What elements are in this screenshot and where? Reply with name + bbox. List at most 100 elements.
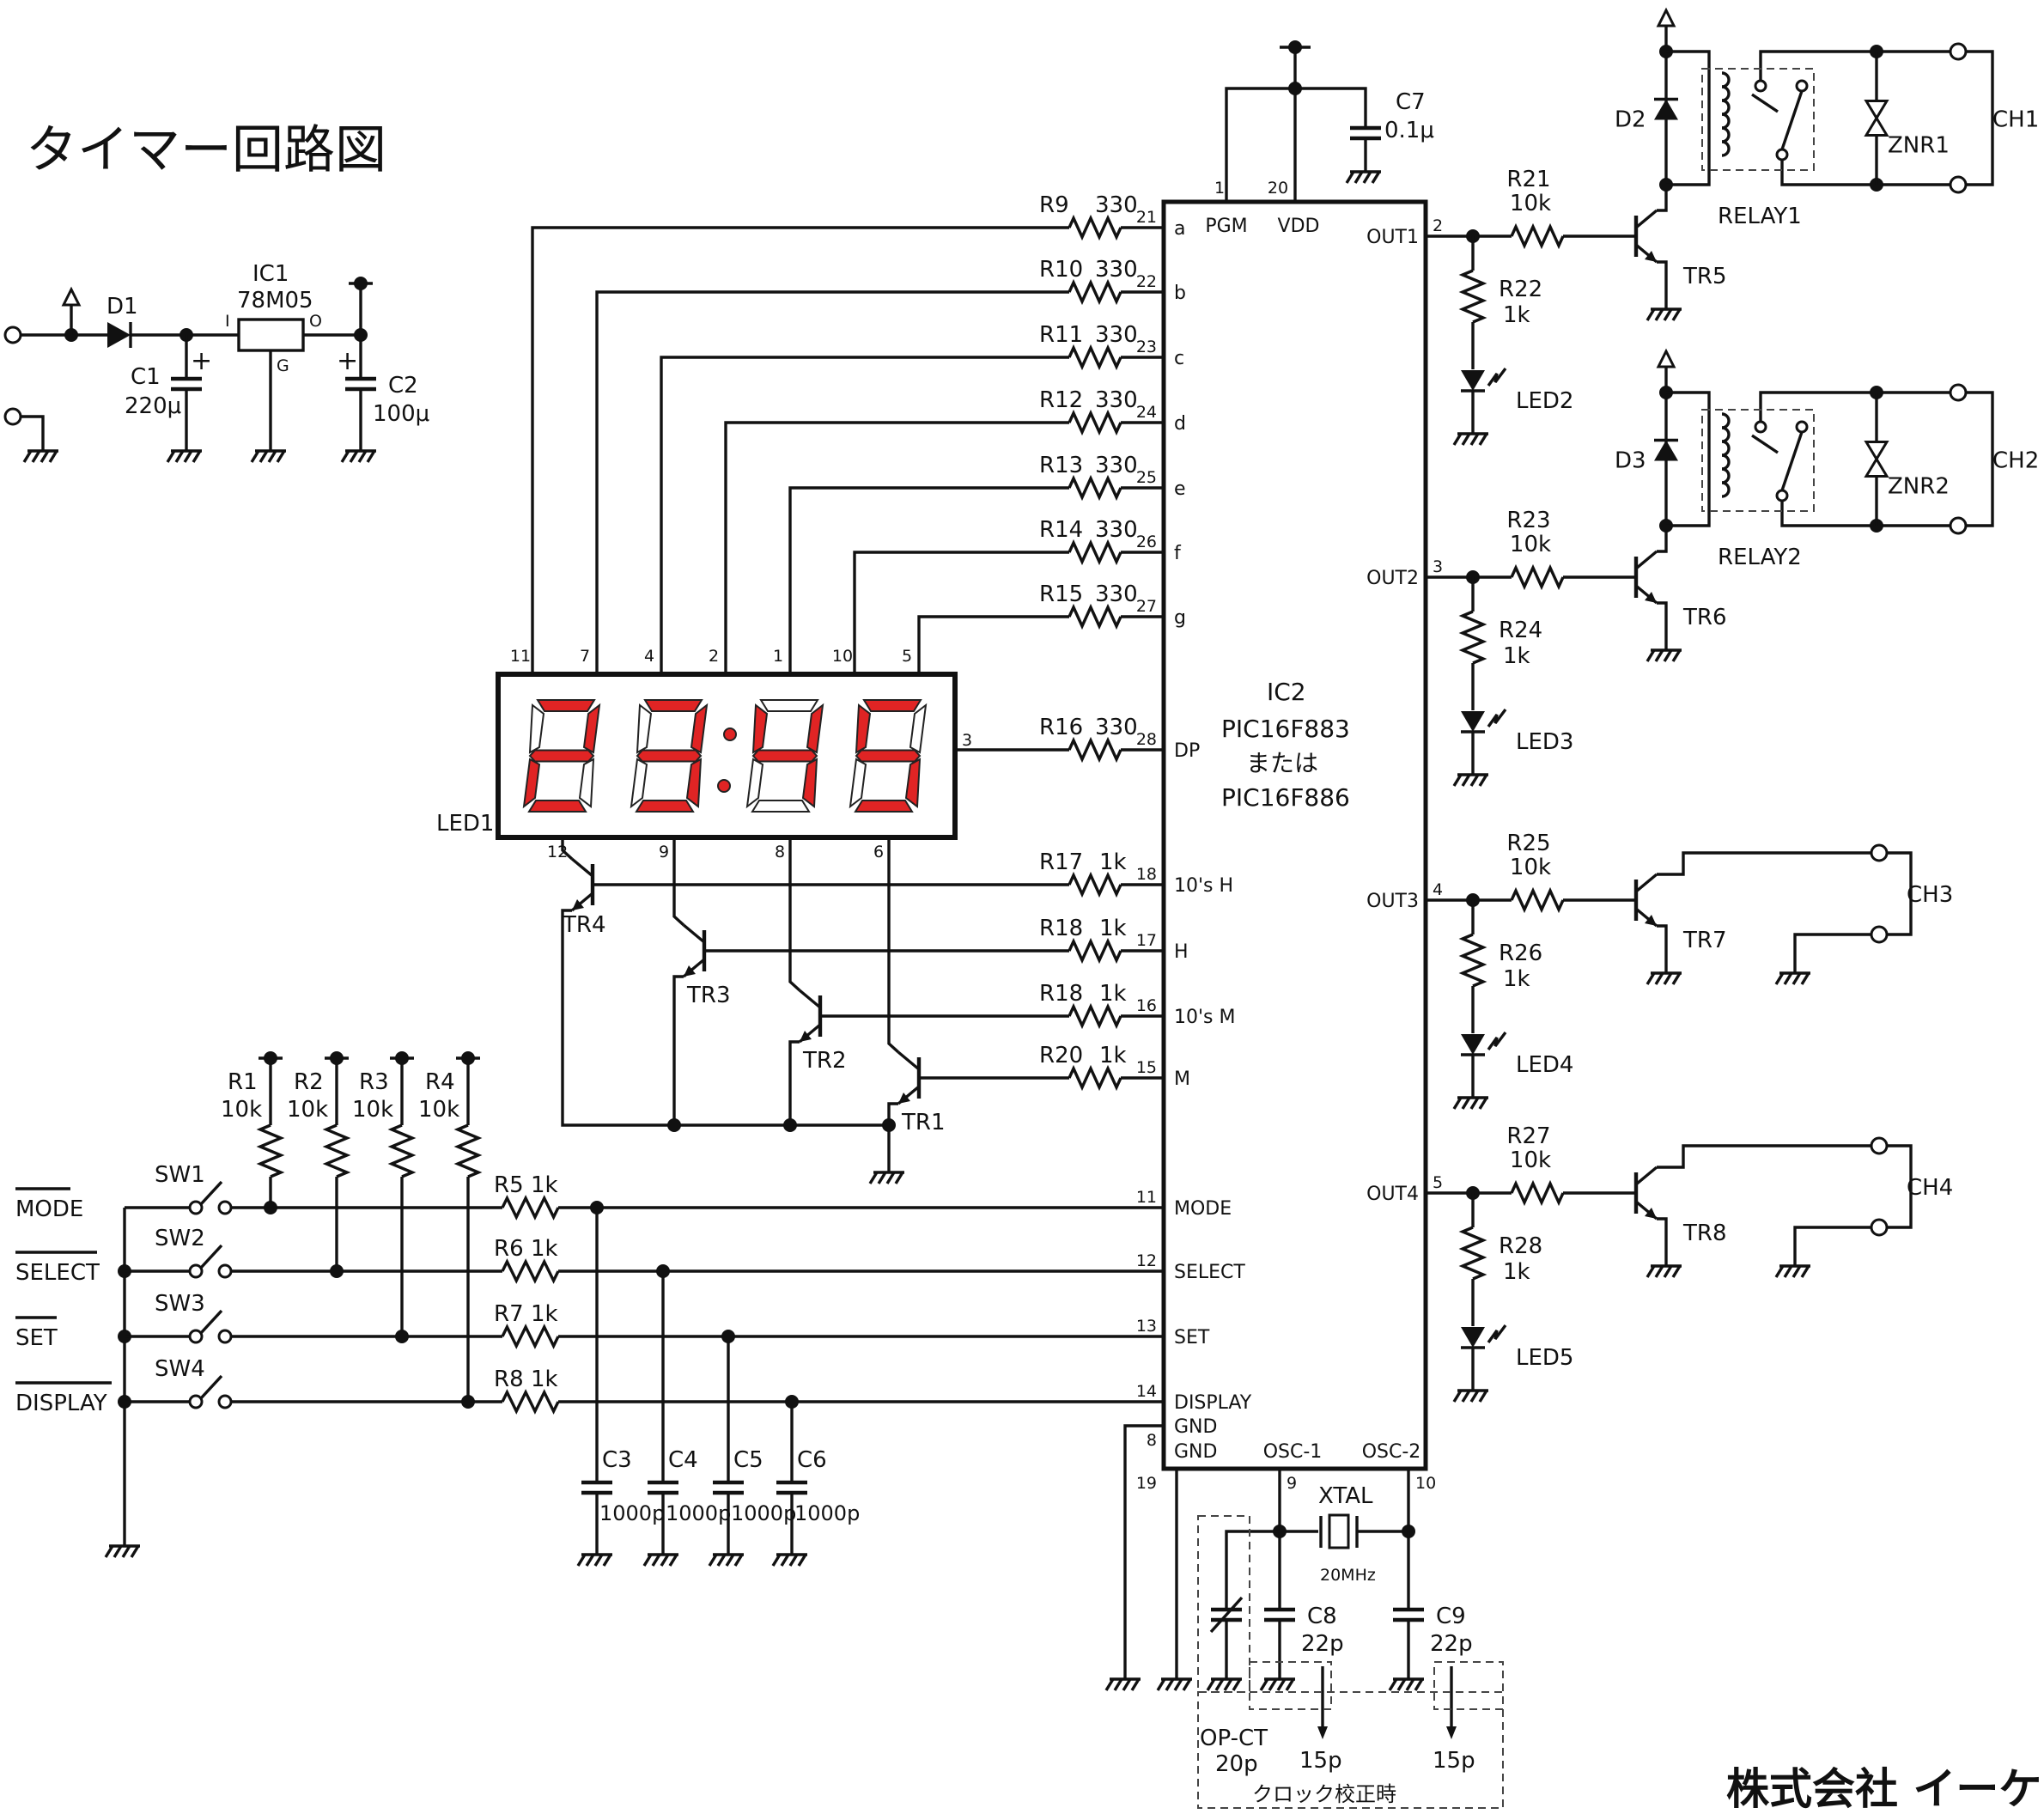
segment-wire — [917, 615, 1069, 674]
led-resistor — [1458, 610, 1487, 665]
relay-armature — [1780, 90, 1804, 150]
segment-resistor-ref: R14 — [1039, 517, 1083, 543]
filter-cap-val: 1000p — [731, 1501, 796, 1525]
segment-wire — [595, 290, 1069, 674]
ground-icon — [22, 449, 58, 463]
ic2-pin-name-select: SELECT — [1174, 1262, 1245, 1283]
display-segment — [582, 703, 601, 754]
display-pin-number: 2 — [709, 647, 719, 666]
ic2-pin-number: 25 — [1136, 468, 1157, 487]
ic2-pin-name-out1: OUT1 — [1366, 227, 1419, 248]
c8-val: 22p — [1301, 1631, 1344, 1657]
relay-coil-icon — [1721, 71, 1731, 157]
segment-wire — [531, 226, 1069, 674]
relay-armature — [1780, 431, 1804, 491]
filter-capacitor — [648, 1480, 678, 1495]
output-terminal — [1949, 175, 1968, 194]
output-terminal — [1870, 1136, 1889, 1155]
switch-icon — [188, 1374, 233, 1409]
filter-capacitor — [776, 1480, 807, 1495]
ic2-pin-name-b: b — [1174, 283, 1186, 304]
ic2-pin-number: 12 — [1136, 1251, 1157, 1270]
c9-val: 22p — [1430, 1631, 1473, 1657]
ic2-pin-name-out4: OUT4 — [1366, 1184, 1419, 1205]
led-resistor — [1458, 269, 1487, 324]
ground-icon — [1774, 1264, 1810, 1278]
display-segment — [759, 699, 819, 712]
led-icon — [1461, 1324, 1507, 1349]
c7-capacitor — [1350, 125, 1381, 141]
c1-capacitor — [171, 376, 202, 392]
ic2-pin-name-out3: OUT3 — [1366, 891, 1419, 912]
diode-ref: D2 — [1615, 107, 1646, 133]
base-resistor-val: 10k — [1510, 1147, 1551, 1173]
junction-dot — [721, 1330, 735, 1343]
segment-resistor — [1068, 278, 1122, 306]
digit-transistor-icon — [570, 857, 595, 912]
switch-ref: SW3 — [155, 1291, 205, 1317]
base-resistor-val: 10k — [1510, 855, 1551, 880]
relay-wire — [1657, 526, 1668, 553]
ground-icon — [104, 1544, 140, 1558]
osc-wire — [1278, 1469, 1318, 1533]
relay-contact — [1775, 489, 1789, 502]
ic2-pin-name-pgm: PGM — [1205, 216, 1247, 237]
ic2-pin-name-gnd: GND — [1174, 1441, 1217, 1463]
relay-link — [1751, 434, 1779, 454]
ic2-pin-number: 10 — [1415, 1474, 1436, 1493]
series-resistor-ref: R6 — [494, 1236, 524, 1262]
relay-link — [1751, 93, 1779, 113]
led-icon — [1461, 367, 1507, 393]
pullup-val: 10k — [352, 1097, 393, 1123]
display-segment — [578, 758, 595, 808]
filter-cap-val: 1000p — [599, 1501, 665, 1525]
ic1-in-pin: I — [225, 312, 230, 331]
relay-contact — [1795, 79, 1809, 93]
ground-icon — [642, 1553, 678, 1567]
trimmer-ref: OP-CT — [1200, 1726, 1268, 1751]
junction-dot — [461, 1395, 475, 1409]
relay-outline — [1701, 409, 1815, 512]
digit-collector-wire — [561, 837, 574, 861]
pullup-resistor — [453, 1123, 483, 1178]
flyback-diode-icon — [1654, 97, 1678, 120]
relay-wire — [1657, 185, 1668, 212]
display-segment — [751, 703, 769, 754]
trimmer-arrow — [1209, 1596, 1244, 1634]
base-resistor-ref: R21 — [1506, 167, 1550, 192]
ic2-pin-number: 14 — [1136, 1382, 1157, 1401]
output-transistor-ref: TR6 — [1682, 605, 1727, 630]
segment-resistor — [1068, 409, 1122, 436]
digit-resistor-ref: R18 — [1039, 916, 1083, 941]
display-segment — [751, 749, 818, 763]
relay-wire — [1759, 391, 1958, 422]
segment-resistor-val: 330 — [1095, 192, 1138, 218]
display-segment — [862, 699, 922, 712]
output-terminal — [1949, 516, 1968, 535]
display-pin-number: 5 — [902, 647, 912, 666]
digit-collector-wire — [672, 837, 685, 927]
ic2-pin-name-10sm: 10's M — [1174, 1007, 1235, 1028]
c7-ref: C7 — [1396, 89, 1426, 115]
segment-resistor-ref: R16 — [1039, 715, 1083, 740]
display-pin-number: 4 — [644, 647, 654, 666]
display-pin-number: 3 — [962, 731, 972, 750]
ic2-pin-number: 27 — [1136, 597, 1157, 616]
clock-calibration-note: クロック校正時 — [1252, 1782, 1396, 1806]
ic1-ref: IC1 — [252, 261, 289, 287]
series-resistor-val: 1k — [531, 1301, 558, 1327]
display-segment — [527, 800, 587, 813]
vdd-terminal — [330, 1051, 344, 1065]
display-segment — [855, 703, 872, 754]
series-resistor-ref: R8 — [494, 1367, 524, 1392]
display-pin-number: 8 — [775, 843, 785, 861]
ground-icon — [340, 449, 376, 463]
ic2-pin-number: 16 — [1136, 996, 1157, 1015]
display-segment — [536, 699, 596, 712]
segment-resistor — [1068, 603, 1122, 630]
vcc-arrow-icon — [61, 286, 82, 307]
junction-dot — [783, 1118, 797, 1132]
oc-gnd-wire — [1793, 1226, 1871, 1266]
trimmer-wire — [1225, 1530, 1280, 1609]
